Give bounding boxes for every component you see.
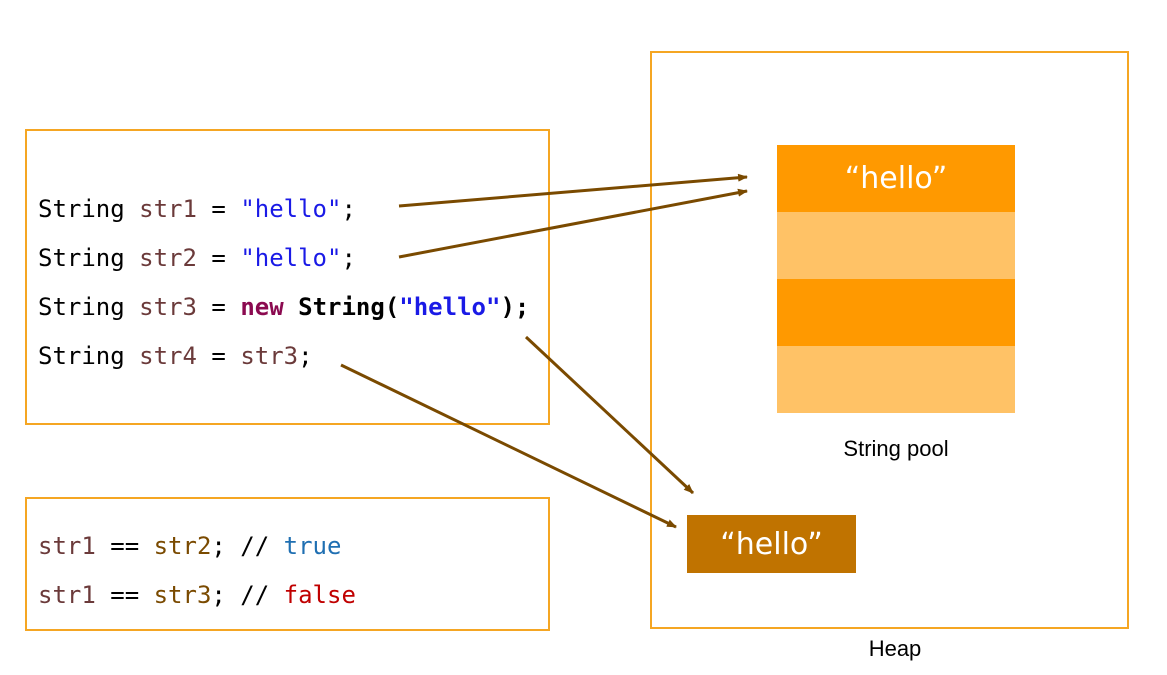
arrow-str1-to-pool xyxy=(398,173,748,208)
arrow-str3-to-heap xyxy=(524,335,695,495)
pool-cell-1 xyxy=(777,145,1015,212)
comparison-result: true xyxy=(283,532,342,560)
comparison-box xyxy=(25,497,550,631)
code-line-4: String str4 = str3; xyxy=(38,341,313,371)
string-literal: "hello" xyxy=(240,195,342,223)
pool-cell-4 xyxy=(777,346,1015,413)
arrow-str4-to-heap xyxy=(340,363,677,529)
equality-operator: == xyxy=(110,532,140,560)
terminator: ; xyxy=(341,244,356,272)
variable-name: str1 xyxy=(139,195,197,223)
heap-box xyxy=(650,51,1129,629)
string-literal: "hello" xyxy=(240,244,342,272)
variable-name: str3 xyxy=(139,293,197,321)
constructor-call: String( xyxy=(298,293,400,321)
code-line-2: String str2 = "hello"; xyxy=(38,243,356,273)
type-keyword: String xyxy=(38,244,125,272)
comparison-line-1: str1 == str2; // true xyxy=(38,531,341,561)
assign-operator: = xyxy=(211,342,226,370)
code-line-3: String str3 = new String("hello"); xyxy=(38,292,529,322)
heap-label: Heap xyxy=(868,636,922,661)
comparison-result: false xyxy=(283,581,356,609)
variable-reference: str3 xyxy=(240,342,299,370)
comparison-left: str1 xyxy=(38,532,96,560)
variable-name: str2 xyxy=(139,244,197,272)
terminator: ; xyxy=(298,342,313,370)
heap-string-object: “hello” xyxy=(687,515,856,573)
type-keyword: String xyxy=(38,195,125,223)
comparison-right: str2 xyxy=(153,532,212,560)
pool-string-value: “hello” xyxy=(844,161,948,196)
comparison-left: str1 xyxy=(38,581,96,609)
comment-marker: ; // xyxy=(211,532,270,560)
arrow-str2-to-pool xyxy=(398,188,748,259)
string-pool-label: String pool xyxy=(843,436,949,461)
type-keyword: String xyxy=(38,293,125,321)
assign-operator: = xyxy=(211,244,226,272)
assign-operator: = xyxy=(211,293,226,321)
new-keyword: new xyxy=(240,293,284,321)
variable-name: str4 xyxy=(139,342,197,370)
terminator: ); xyxy=(500,293,530,321)
equality-operator: == xyxy=(110,581,140,609)
type-keyword: String xyxy=(38,342,125,370)
pool-cell-2 xyxy=(777,212,1015,279)
comparison-line-2: str1 == str3; // false xyxy=(38,580,356,610)
comparison-right: str3 xyxy=(153,581,212,609)
terminator: ; xyxy=(341,195,356,223)
code-box xyxy=(25,129,550,425)
string-literal: "hello" xyxy=(399,293,501,321)
assign-operator: = xyxy=(211,195,226,223)
comment-marker: ; // xyxy=(211,581,270,609)
code-line-1: String str1 = "hello"; xyxy=(38,194,356,224)
pool-cell-3 xyxy=(777,279,1015,346)
